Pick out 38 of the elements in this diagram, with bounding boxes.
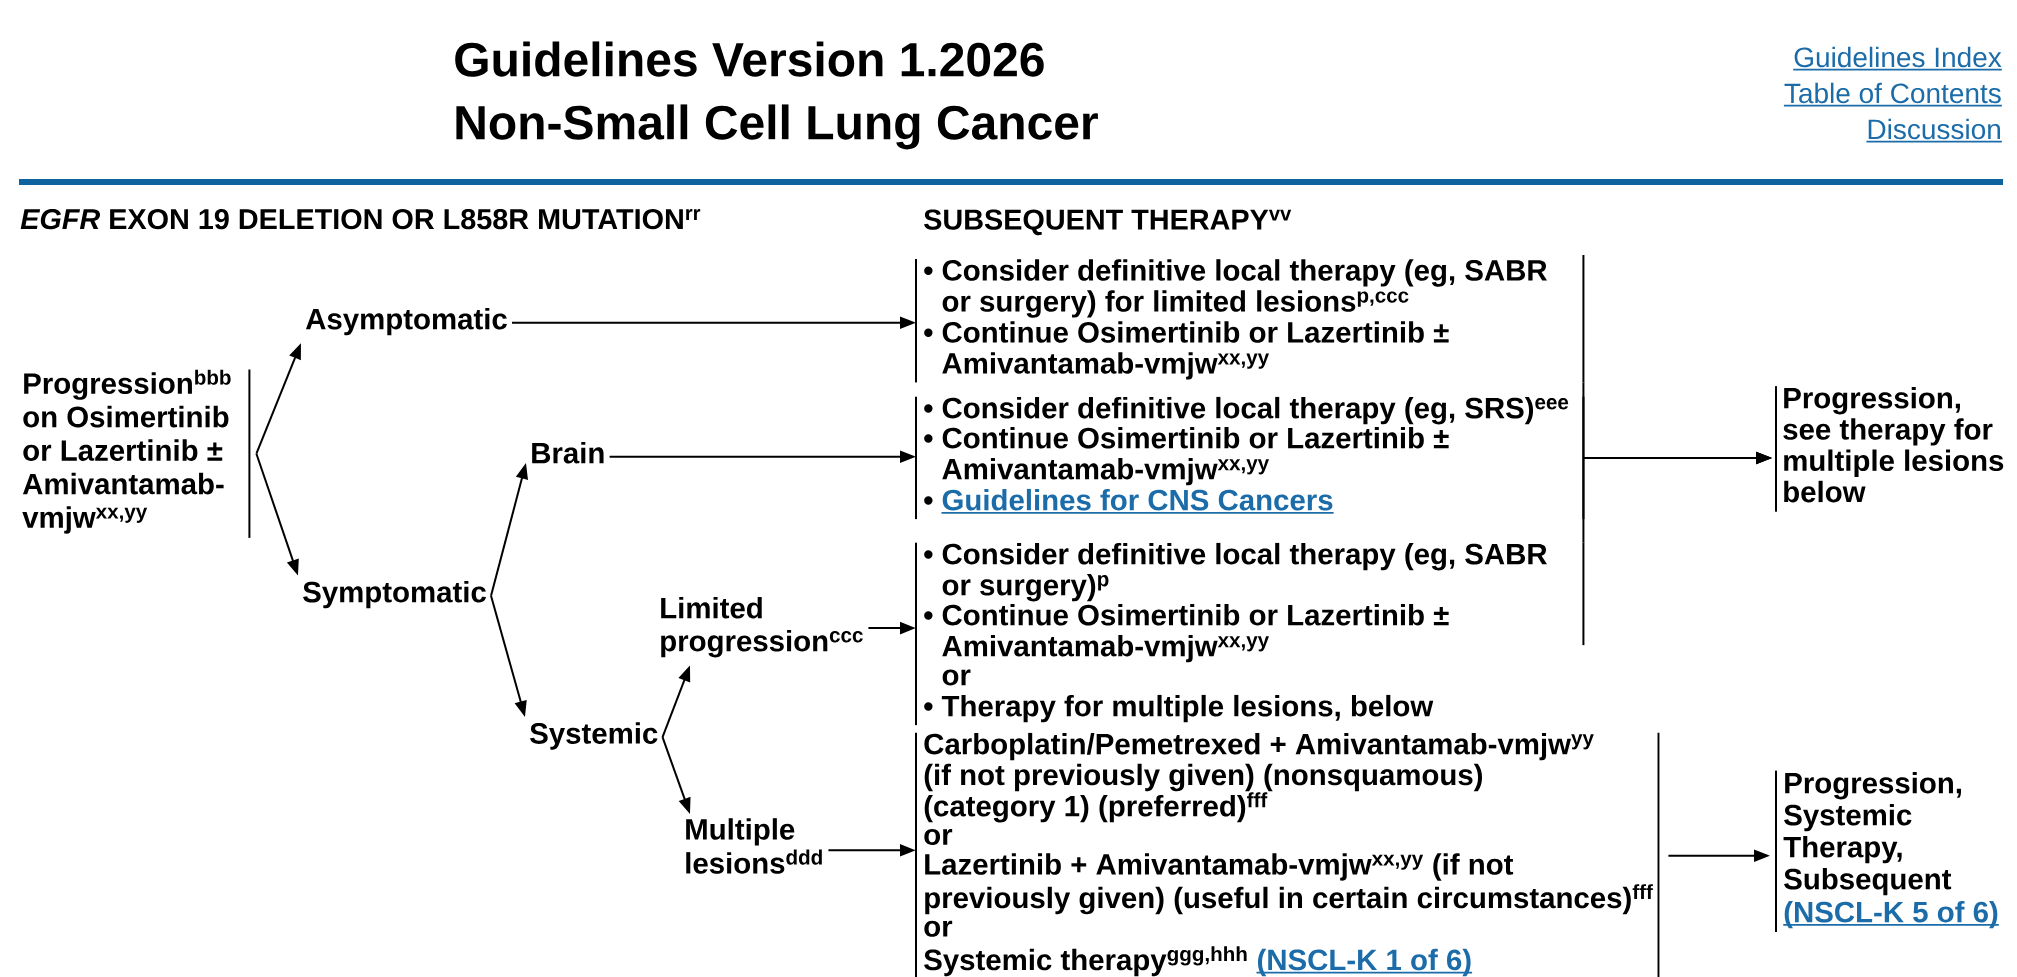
flow-text: Systemic <box>530 722 658 750</box>
bullet: • <box>924 404 933 413</box>
link: Guidelines Index <box>1792 46 2003 71</box>
flow-text: Asymptomatic <box>305 307 507 336</box>
list-item: Consider definitive local therapy (eg, SRS)$^{eee}$ <box>942 396 1569 425</box>
bullet: • <box>924 702 933 711</box>
bullet: • <box>924 328 933 338</box>
list-item: Consider definitive local therapy (eg, SABR or surgery) for limited lesions$^{p,ccc}$ <box>942 259 1547 318</box>
option-text: Lazertinib + Amivantamab-vmjw$^{xx,yy}$ (if not previously given) (useful in certain circumstances)$^{fff}$ <box>925 853 1653 915</box>
link: (NSCL-K 5 of 6) <box>1782 900 2000 929</box>
flow-text: Progression$^{bbb}$ on Osimertinib or Lazertinib ± Amivantamab-vmjw$^{xx,yy}$ <box>22 369 231 534</box>
list-item: Consider definitive local therapy (eg, SABR or surgery)$^{p}$ <box>942 542 1547 602</box>
option-text: Systemic therapy$^{ggg,hhh}$ <box>924 946 1247 977</box>
flow-text: Multiple lesions$^{ddd}$ <box>686 818 822 874</box>
option-text: Carboplatin/Pemetrexed + Amivantamab-vmjw$^{yy}$ (if not previously given) (nonsquamous) (category 1) (preferred)$^{fff}$ <box>924 732 1594 823</box>
flow-text: Brain <box>532 441 604 464</box>
flow-text: Progression, see therapy for multiple lesions below <box>1783 386 2004 503</box>
bullet: • <box>924 434 933 443</box>
link: Table of Contents <box>1783 82 2003 107</box>
list-item: Continue Osimertinib or Lazertinib ± Amivantamab-vmjw$^{xx,yy}$ <box>942 321 1449 380</box>
bullet: • <box>924 266 933 276</box>
connective-text: or <box>924 828 953 845</box>
bullet: • <box>924 550 933 559</box>
connective-text: or <box>924 920 953 937</box>
list-item: Continue Osimertinib or Lazertinib ± Amivantamab-vmjw$^{xx,yy}$ <box>942 426 1449 486</box>
link: (NSCL-K 1 of 6) <box>1255 948 1473 977</box>
list-item: Continue Osimertinib or Lazertinib ± Amivantamab-vmjw$^{xx,yy}$ <box>942 603 1449 663</box>
flow-text: Symptomatic <box>303 580 486 609</box>
link: Guidelines for CNS Cancers <box>940 488 1335 514</box>
link: Discussion <box>1865 118 2003 143</box>
section-heading: EGFR EXON 19 DELETION OR L858R MUTATION$^{rr}$ <box>20 208 701 230</box>
bullet: • <box>924 496 933 505</box>
flow-text: Progression, Systemic Therapy, Subsequent <box>1783 771 1961 896</box>
flow-text: Limited progression$^{ccc}$ <box>661 596 863 658</box>
connective-text: or <box>942 669 971 686</box>
bullet: • <box>924 611 933 620</box>
title: Guidelines Version 1.2026 Non-Small Cell Lung Cancer <box>455 41 1098 150</box>
list-item: Therapy for multiple lesions, below <box>941 694 1434 723</box>
